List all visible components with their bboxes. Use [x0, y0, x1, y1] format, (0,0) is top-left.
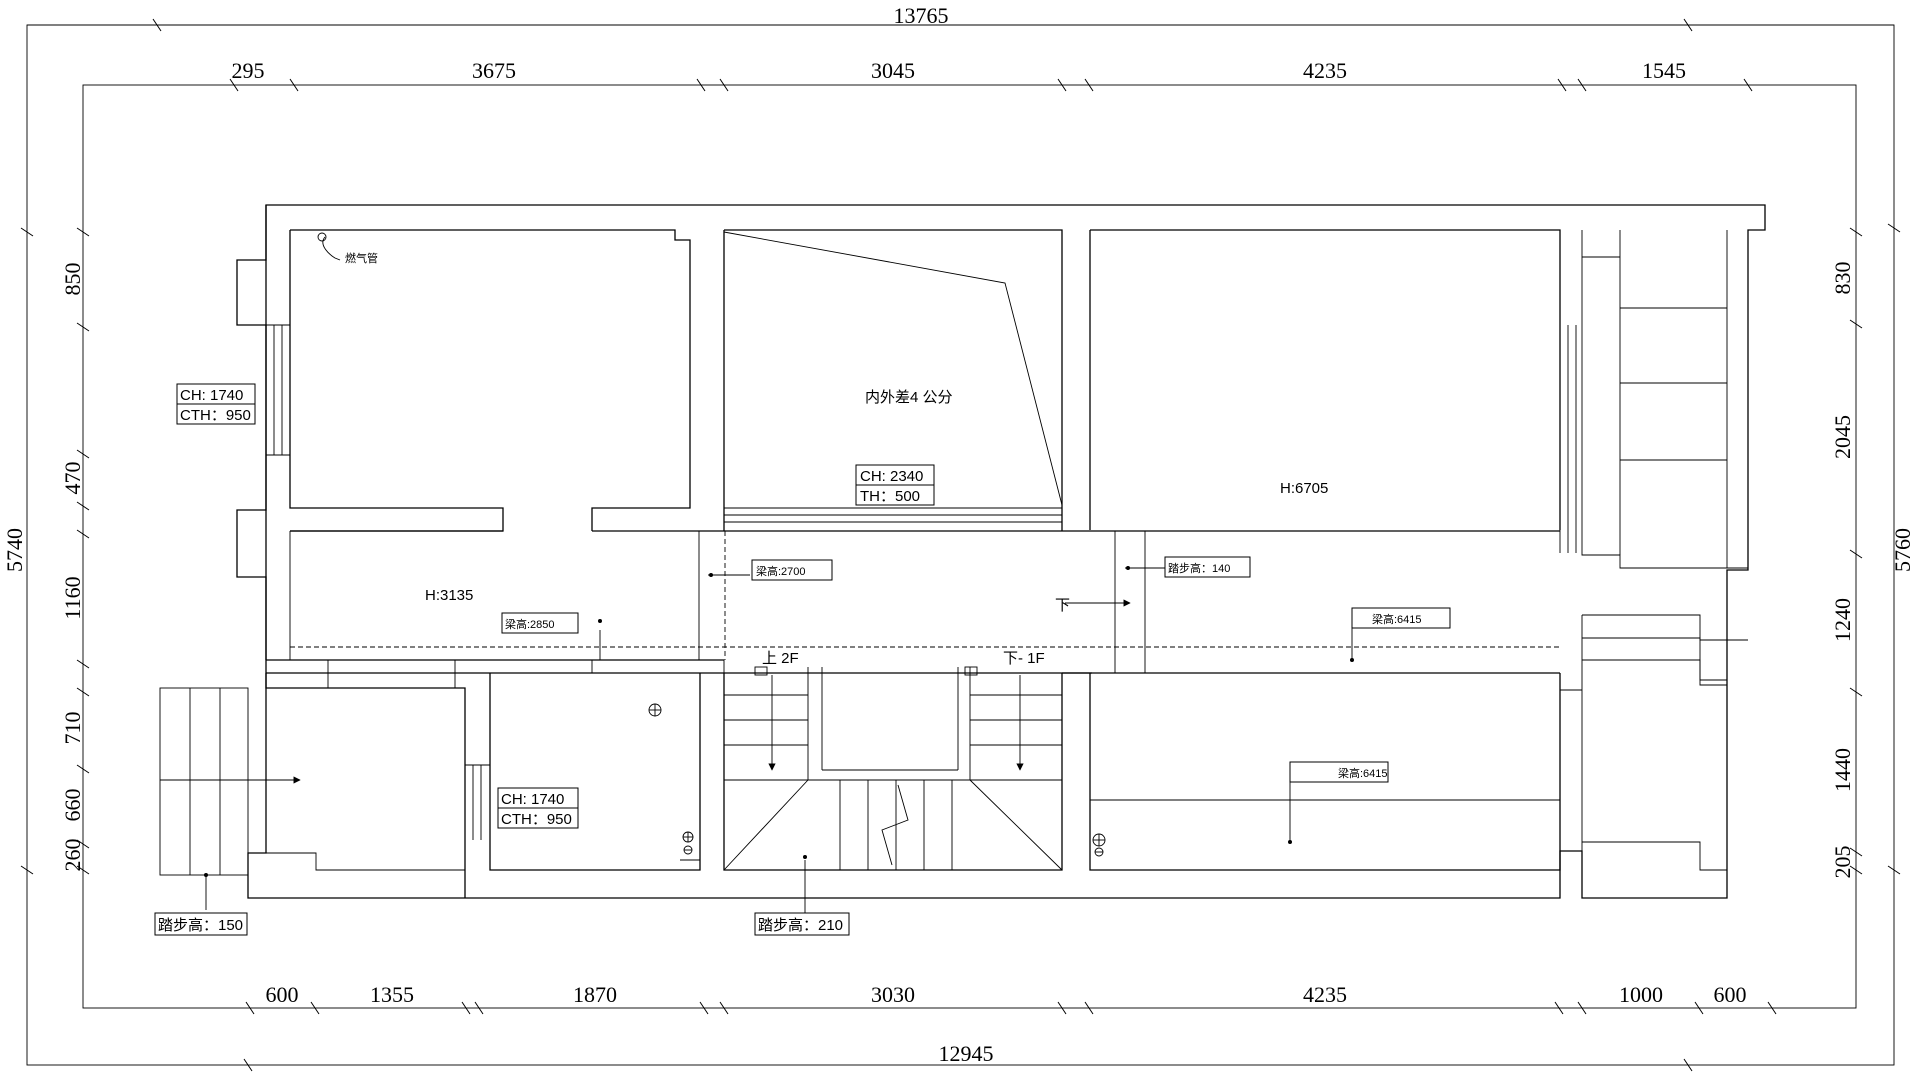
step-tag-150: 踏步高：150 — [154, 912, 248, 936]
dim-bottom-2: 1355 — [370, 982, 414, 1007]
step-tag-210: 踏步高：210 — [754, 912, 850, 936]
down-label: 下 — [1055, 597, 1070, 614]
dim-bottom-6: 1000 — [1619, 982, 1663, 1007]
stair-down-label: 下- 1F — [1003, 650, 1045, 667]
dim-top-1: 295 — [232, 58, 265, 83]
level-diff-label: 内外差4 公分 — [865, 389, 953, 406]
svg-text:梁高:2700: 梁高:2700 — [756, 564, 806, 578]
ceiling-tag-center: CH: 2340 TH：500 — [855, 464, 935, 506]
dim-left-3: 1160 — [60, 576, 85, 619]
point-marker-icon — [1350, 658, 1354, 662]
svg-text:梁高:6415: 梁高:6415 — [1338, 766, 1388, 780]
dim-overall-bottom: 12945 — [939, 1041, 994, 1066]
dim-top-5: 1545 — [1642, 58, 1686, 83]
point-marker-icon — [1288, 840, 1292, 844]
room-height-left: H:3135 — [425, 587, 473, 604]
floor-drain-icon — [648, 703, 662, 717]
stair-up-label: 上 2F — [762, 650, 799, 667]
dim-bottom-4: 3030 — [871, 982, 915, 1007]
svg-text:踏步高：210: 踏步高：210 — [758, 917, 843, 934]
svg-text:梁高:6415: 梁高:6415 — [1372, 612, 1422, 626]
gas-pipe-icon — [317, 232, 327, 242]
dim-overall-right: 5760 — [1890, 528, 1915, 572]
dim-left-4: 710 — [60, 712, 85, 745]
dimension-frames — [26, 24, 1895, 1066]
point-marker-icon — [709, 573, 713, 577]
floor-drain-icon — [1092, 833, 1106, 857]
height-tags: CH: 1740 CTH：950 CH: 2340 TH：500 CH: 174… — [154, 383, 1451, 936]
point-marker-icon — [803, 855, 807, 859]
dim-right-5: 205 — [1830, 846, 1855, 879]
dim-right-4: 1440 — [1830, 748, 1855, 792]
svg-text:TH：500: TH：500 — [860, 488, 920, 505]
svg-text:梁高:2850: 梁高:2850 — [505, 617, 555, 631]
svg-text:CH: 1740: CH: 1740 — [501, 791, 564, 808]
beam-tag-6415-b: 梁高:6415 — [1289, 761, 1389, 783]
room-height-right: H:6705 — [1280, 480, 1328, 497]
arrows — [205, 236, 1353, 915]
dimension-labels: 13765 12945 295 3675 3045 4235 1545 600 … — [2, 3, 1915, 1066]
step-tag-140: 踏步高：140 — [1164, 556, 1251, 578]
svg-text:CH: 1740: CH: 1740 — [180, 387, 243, 404]
svg-text:踏步高：140: 踏步高：140 — [1168, 561, 1230, 575]
dim-top-2: 3675 — [472, 58, 516, 83]
gas-pipe-label: 燃气管 — [345, 251, 378, 265]
svg-text:踏步高：150: 踏步高：150 — [158, 917, 243, 934]
fixtures — [204, 232, 1354, 877]
dim-overall-left: 5740 — [2, 528, 27, 572]
dimension-ticks — [20, 18, 1901, 1072]
dim-overall-top: 13765 — [894, 3, 949, 28]
dim-left-1: 850 — [60, 263, 85, 296]
dim-left-5: 660 — [60, 789, 85, 822]
dim-bottom-3: 1870 — [573, 982, 617, 1007]
floor-drain-icon — [682, 831, 694, 855]
beam-tag-2850: 梁高:2850 — [501, 612, 579, 634]
beam-tag-6415-a: 梁高:6415 — [1351, 607, 1451, 629]
dim-top-4: 4235 — [1303, 58, 1347, 83]
point-marker-icon — [204, 873, 208, 877]
svg-text:CTH：950: CTH：950 — [501, 811, 572, 828]
walls — [159, 204, 1766, 899]
dim-left-2: 470 — [60, 462, 85, 495]
svg-text:CH: 2340: CH: 2340 — [860, 468, 923, 485]
dim-right-2: 2045 — [1830, 415, 1855, 459]
beam-tag-2700: 梁高:2700 — [751, 559, 833, 581]
dim-bottom-1: 600 — [266, 982, 299, 1007]
point-marker-icon — [1126, 566, 1130, 570]
svg-text:CTH：950: CTH：950 — [180, 407, 251, 424]
dim-bottom-5: 4235 — [1303, 982, 1347, 1007]
dim-top-3: 3045 — [871, 58, 915, 83]
ceiling-tag-top-left: CH: 1740 CTH：950 — [176, 383, 256, 425]
dim-right-3: 1240 — [1830, 598, 1855, 642]
dim-bottom-7: 600 — [1714, 982, 1747, 1007]
room-labels: 燃气管 内外差4 公分 H:3135 H:6705 上 2F 下- 1F 下 — [345, 251, 1328, 667]
ceiling-tag-lower-left: CH: 1740 CTH：950 — [497, 787, 579, 829]
dim-left-6: 260 — [60, 839, 85, 872]
dim-right-1: 830 — [1830, 262, 1855, 295]
point-marker-icon — [598, 619, 602, 623]
